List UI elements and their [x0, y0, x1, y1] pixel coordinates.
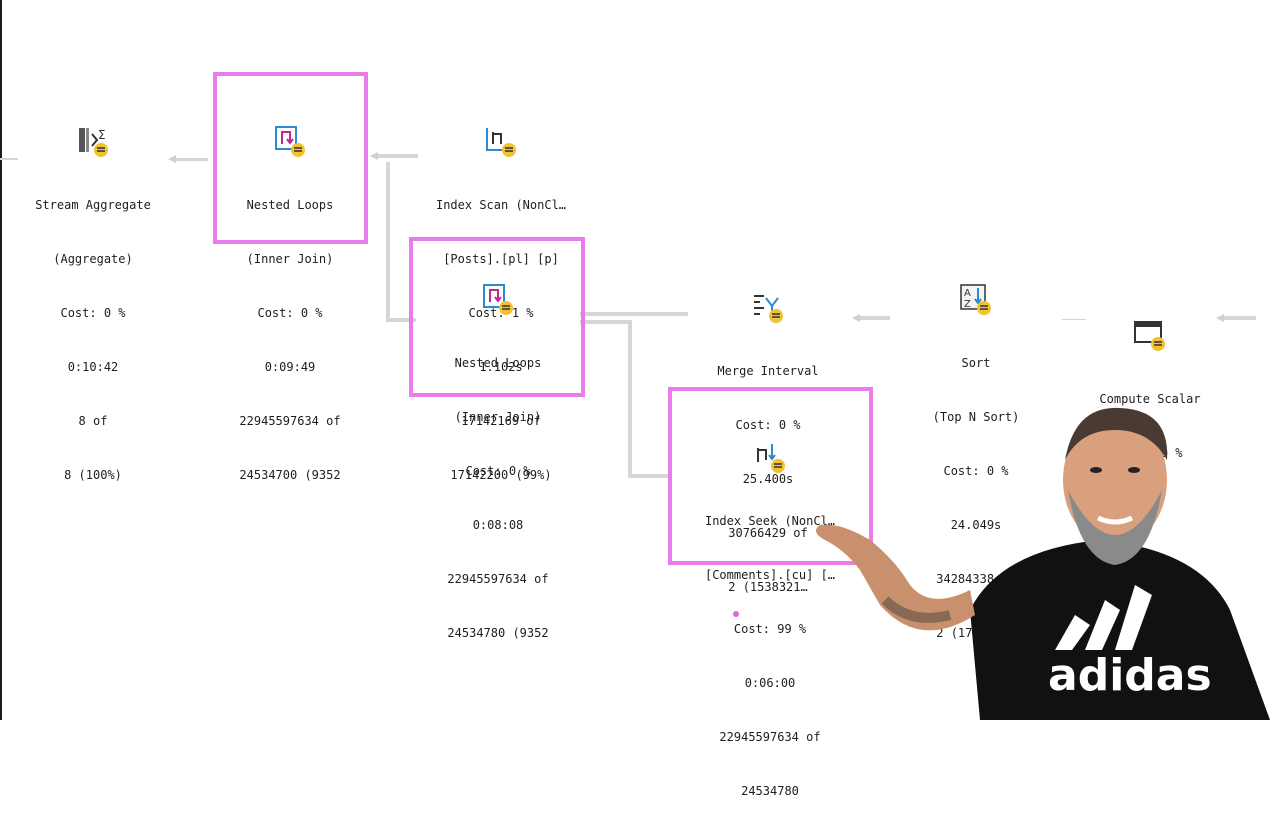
node-line: Cost: 0 % [735, 418, 801, 432]
node-line: 0:08:08 [472, 518, 524, 532]
connector-nl2-seek-a [580, 320, 632, 324]
index-scan-icon [486, 128, 516, 157]
node-line: 1.102s [479, 360, 523, 374]
plan-node-merge-interval[interactable]: Merge Interval Cost: 0 % 25.400s 3076642… [690, 254, 846, 614]
connector-compute-sort [1062, 319, 1086, 320]
node-line: 22945597634 of [719, 730, 821, 744]
connector-merge-nl2 [580, 312, 688, 316]
node-line: 22945597634 of [239, 414, 341, 428]
connector-sort-merge [860, 316, 890, 320]
arrow-scan-nl1 [370, 152, 378, 160]
node-line: Stream Aggregate [35, 198, 151, 212]
nested-loops-icon [483, 284, 513, 315]
node-line: (Top N Sort) [932, 410, 1020, 424]
node-line: Cost: 1 % [468, 306, 534, 320]
node-line: 24.049s [950, 518, 1002, 532]
node-line: 24534780 (9352 [447, 626, 549, 640]
index-seek-icon [757, 444, 785, 473]
node-line: 17142200 (99%) [450, 468, 552, 482]
highlight-dot [733, 611, 739, 617]
node-line: Compute Scalar [1099, 392, 1201, 406]
node-line: 17142169 of [461, 414, 541, 428]
node-line: 8 of [78, 414, 108, 428]
plan-node-nested-loops-1[interactable]: Nested Loops (Inner Join) Cost: 0 % 0:09… [222, 88, 358, 502]
node-line: 25.400s [742, 472, 794, 486]
connector-compute-in [1224, 316, 1256, 320]
node-line: (Inner Join) [246, 252, 334, 266]
node-line: Cost: 99 % [733, 622, 807, 636]
connector-scan-nl1 [378, 154, 418, 158]
highlight-box-nested-loops-2 [409, 237, 585, 397]
connector-agg-out [0, 158, 18, 160]
node-line: [Comments].[cu] [… [704, 568, 836, 582]
node-line: Sort [961, 356, 991, 370]
node-line: (Inner Join) [454, 410, 542, 424]
node-line: 0:09:49 [264, 360, 316, 374]
node-line: Merge Interval [717, 364, 819, 378]
node-line: Index Scan (NonCl… [435, 198, 567, 212]
node-line: 24534700 (9352 [239, 468, 341, 482]
svg-text:Z: Z [964, 299, 971, 310]
node-line: 22945597634 of [447, 572, 549, 586]
node-line: 0:10:42 [67, 360, 119, 374]
node-line: Cost: 0 % [465, 464, 531, 478]
presenter-video: adidas [816, 407, 1270, 720]
plan-node-index-scan[interactable]: Index Scan (NonCl… [Posts].[pl] [p] Cost… [416, 88, 586, 502]
node-line: Nested Loops [246, 198, 334, 212]
stream-aggregate-icon: Σ [79, 128, 108, 157]
node-line: Cost: 0 % [943, 464, 1009, 478]
node-line: 24534780 [741, 784, 799, 798]
arrow-nl1-agg [168, 155, 176, 163]
connector-nl1-agg [176, 158, 208, 161]
sort-icon: A Z [960, 284, 991, 315]
plan-node-stream-aggregate[interactable]: Σ Stream Aggregate (Aggregate) Cost: 0 %… [18, 88, 168, 502]
connector-nl2-horizontal [386, 318, 416, 322]
arrow-sort-merge [852, 314, 860, 322]
plan-node-nested-loops-2[interactable]: Nested Loops (Inner Join) Cost: 0 % 0:08… [420, 246, 576, 660]
merge-interval-icon [754, 295, 783, 323]
node-line: 30766429 of [728, 526, 808, 540]
node-line: Cost: 0 % [60, 306, 126, 320]
compute-scalar-icon [1134, 321, 1165, 351]
node-line: [Posts].[pl] [p] [443, 252, 559, 266]
window-left-edge [0, 0, 2, 720]
highlight-box-index-seek [668, 387, 873, 565]
svg-text:Σ: Σ [98, 128, 106, 142]
svg-text:A: A [964, 288, 971, 299]
node-line: Cost: 0 % [257, 306, 323, 320]
nested-loops-icon [275, 126, 305, 157]
node-line: Index Seek (NonCl… [704, 514, 836, 528]
node-line: 0:06:00 [744, 676, 796, 690]
connector-nl1-vertical [386, 162, 390, 322]
highlight-box-nested-loops-1 [213, 72, 368, 244]
shirt-logo-text: adidas [1048, 650, 1212, 701]
arrow-compute-in [1216, 314, 1224, 322]
connector-nl2-seek-b [628, 474, 672, 478]
connector-nl2-seek-vertical [628, 320, 632, 478]
node-line: (Aggregate) [53, 252, 133, 266]
node-line: 2 (1538321… [728, 580, 808, 594]
node-line: Nested Loops [454, 356, 542, 370]
node-line: 8 (100%) [64, 468, 122, 482]
